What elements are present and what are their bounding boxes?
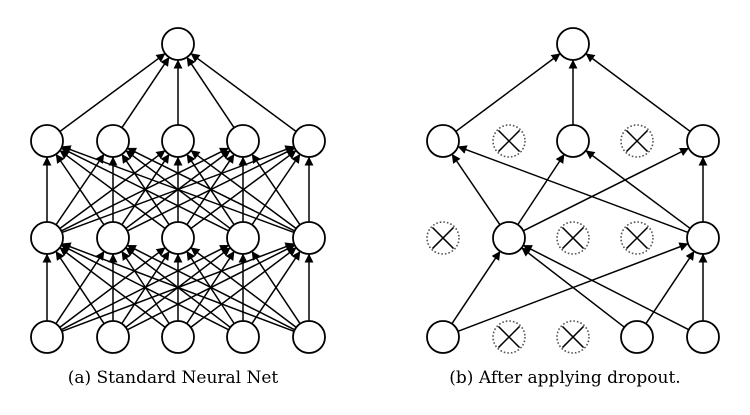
connection-arrow <box>190 247 297 328</box>
cross-mark <box>561 226 585 250</box>
neuron-unit <box>30 221 64 255</box>
connection-arrow <box>121 56 170 129</box>
dropped-unit <box>556 320 590 354</box>
standard-units <box>30 27 326 354</box>
neuron-unit <box>226 221 260 255</box>
connection-arrow <box>190 150 297 230</box>
neuron-unit <box>686 320 720 354</box>
neuron-unit <box>96 221 130 255</box>
connection-arrow <box>61 242 295 333</box>
standard-edges <box>42 53 314 333</box>
neuron-unit <box>492 221 526 255</box>
neuron-unit <box>161 27 195 61</box>
neuron-unit <box>686 124 720 158</box>
cross-mark <box>625 129 649 153</box>
dropped-unit <box>426 221 460 255</box>
neuron-unit <box>426 320 460 354</box>
connection-arrow <box>521 247 625 328</box>
neuron-unit <box>161 124 195 158</box>
caption-dropout-net: (b) After applying dropout. <box>449 368 681 388</box>
connection-arrow <box>645 250 695 325</box>
neuron-unit <box>226 124 260 158</box>
connection-arrow <box>522 244 690 331</box>
dropout-network <box>426 27 720 354</box>
dropped-unit <box>620 124 654 158</box>
connection-arrow <box>126 244 296 331</box>
neuron-unit <box>292 320 326 354</box>
neuron-unit <box>556 124 590 158</box>
connection-arrow <box>60 244 230 331</box>
connection-arrow <box>59 150 166 230</box>
cross-mark <box>431 226 455 250</box>
neuron-unit <box>30 124 64 158</box>
cross-mark <box>625 226 649 250</box>
connection-arrow <box>126 147 295 232</box>
standard-network <box>30 27 326 354</box>
connection-arrow <box>251 250 301 325</box>
connection-arrow <box>457 145 689 234</box>
connection-arrow <box>451 250 501 325</box>
connection-arrow <box>59 247 166 328</box>
cross-mark <box>497 325 521 349</box>
neuron-unit <box>292 124 326 158</box>
neuron-unit <box>161 320 195 354</box>
connection-arrow <box>585 150 691 230</box>
dropped-unit <box>492 320 526 354</box>
connection-arrow <box>585 53 691 133</box>
connection-arrow <box>55 250 105 325</box>
neuron-unit <box>292 221 326 255</box>
dropped-unit <box>620 221 654 255</box>
neuron-unit <box>226 320 260 354</box>
connection-arrow <box>59 53 166 133</box>
connection-arrow <box>517 154 565 226</box>
connection-arrow <box>190 53 297 133</box>
neuron-unit <box>620 320 654 354</box>
dropout-units <box>426 27 720 354</box>
cross-mark <box>497 129 521 153</box>
connection-arrow <box>61 145 295 234</box>
neuron-unit <box>556 27 590 61</box>
neuron-unit <box>96 124 130 158</box>
dropped-unit <box>492 124 526 158</box>
neuron-unit <box>30 320 64 354</box>
dropout-edges <box>451 53 708 333</box>
caption-standard-net: (a) Standard Neural Net <box>67 368 279 388</box>
cross-mark <box>561 325 585 349</box>
connection-arrow <box>186 56 235 129</box>
connection-arrow <box>522 147 690 232</box>
connection-arrow <box>251 153 301 226</box>
connection-arrow <box>60 147 229 232</box>
connection-arrow <box>55 153 105 226</box>
neuron-unit <box>686 221 720 255</box>
connection-arrow <box>455 53 561 133</box>
neuron-unit <box>426 124 460 158</box>
neuron-unit <box>161 221 195 255</box>
connection-arrow <box>451 153 501 226</box>
neuron-unit <box>96 320 130 354</box>
dropped-unit <box>556 221 590 255</box>
